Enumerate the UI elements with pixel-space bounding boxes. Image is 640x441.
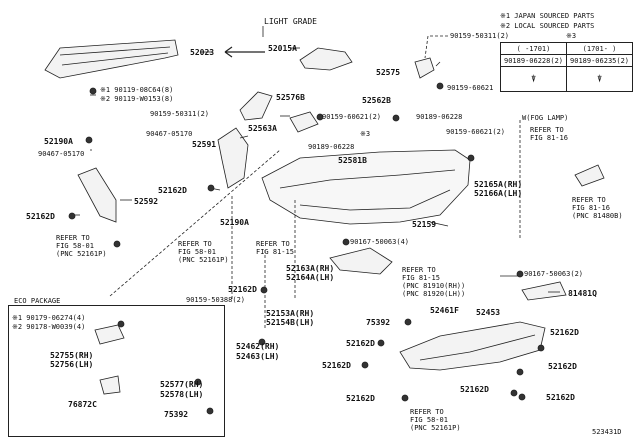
part-52577[interactable]: 52577(RH) [160,380,204,389]
part-90189-06228-b[interactable]: 90189-06228 [308,143,355,151]
part-52162D-j[interactable]: 52162D [546,393,575,402]
part-52023[interactable]: 52023 [190,48,215,57]
part-52463[interactable]: 52463(LH) [236,352,280,361]
part-52461F[interactable]: 52461F [430,306,459,315]
part-52162D-b[interactable]: 52162D [26,212,55,221]
part-90167-50063-a[interactable]: 90167-50063(4) [350,238,410,246]
part-90159-50311[interactable]: 90159-50311(2) [450,32,510,40]
eco-package-title: ECO PACKAGE [12,297,63,305]
part-52755[interactable]: 52755(RH) [50,351,94,360]
part-52159[interactable]: 52159 [412,220,437,229]
part-52162D-d[interactable]: 52162D [550,328,579,337]
eco-part-90179[interactable]: ※1 90179-06274(4) [12,314,86,322]
part-52162D-h[interactable]: 52162D [460,385,489,394]
part-52581B[interactable]: 52581B [338,156,367,165]
part-52015A[interactable]: 52015A [268,44,297,53]
part-52154B[interactable]: 52154B(LH) [266,318,315,327]
part-90159-60621-a[interactable]: 90159-60621 [447,84,494,92]
eco-part-90178[interactable]: ※2 90178-W0039(4) [12,323,86,331]
part-90159-50388[interactable]: 90159-50388(2) [186,296,246,304]
clip-icon: ⍒ [597,75,602,83]
part-90467-05170-a[interactable]: 90467-05170 [146,130,193,138]
part-52162D-a[interactable]: 52162D [158,186,187,195]
part-52578[interactable]: 52578(LH) [160,390,204,399]
part-52562B[interactable]: 52562B [362,96,391,105]
refer-note-4[interactable]: REFER TO FIG 81-15 (PNC 81910(RH)) (PNC … [402,266,466,298]
refer-note-2[interactable]: REFER TO FIG 58-01 (PNC 52161P) [178,240,229,264]
variant-table: ( -1701)(1701- ) 90189-06228(2)90189-062… [499,42,634,92]
part-52453[interactable]: 52453 [476,308,501,317]
part-52162D-e[interactable]: 52162D [346,339,375,348]
part-90189-06228-a[interactable]: 90189-06228 [416,113,463,121]
lower-bumper [399,321,546,371]
refer-note-1[interactable]: REFER TO FIG 58-01 (PNC 52161P) [56,234,107,258]
part-52162D-c[interactable]: 52162D [228,285,257,294]
clip-icon: ⍒ [531,75,536,83]
part-52591[interactable]: 52591 [192,140,217,149]
part-52163A[interactable]: 52163A(RH) [286,264,335,273]
part-52756[interactable]: 52756(LH) [50,360,94,369]
part-76872C[interactable]: 76872C [68,400,97,409]
refer-note-3[interactable]: REFER TO FIG 81-15 [256,240,294,256]
note-japan: ※1 JAPAN SOURCED PARTS [500,12,595,20]
refer-note-6[interactable]: REFER TO FIG 81-16 [530,126,568,142]
part-52575[interactable]: 52575 [376,68,401,77]
table-col2: (1701- ) [566,42,634,55]
note-3: ※3 [566,32,577,40]
fog-lamp-label: W(FOG LAMP) [522,114,569,122]
part-52162D-g[interactable]: 52162D [548,362,577,371]
part-90119-08C64[interactable]: ※1 90119-08C64(8) [100,86,174,94]
part-52462[interactable]: 52462(RH) [236,342,280,351]
part-52162D-f[interactable]: 52162D [322,361,351,370]
part-52592[interactable]: 52592 [134,197,159,206]
note-local: ※2 LOCAL SOURCED PARTS [500,22,595,30]
part-81481Q[interactable]: 81481Q [568,289,597,298]
part-90159-60621-c[interactable]: 90159-60621(2) [446,128,506,136]
part-75392-a[interactable]: 75392 [366,318,391,327]
table-val2: 90189-06235(2) [566,54,634,67]
eco-package-box [8,305,225,437]
diagram-code: 523431D [592,428,622,436]
refer-note-7[interactable]: REFER TO FIG 81-16 (PNC 81480B) [572,196,623,220]
part-75392-b[interactable]: 75392 [164,410,189,419]
part-52153A[interactable]: 52153A(RH) [266,309,315,318]
part-52162D-i[interactable]: 52162D [346,394,375,403]
table-val1: 90189-06228(2) [499,54,568,67]
part-90159-50311-b[interactable]: 90159-50311(2) [150,110,210,118]
part-52190A-a[interactable]: 52190A [44,137,73,146]
part-52164A[interactable]: 52164A(LH) [286,273,335,282]
part-52576B[interactable]: 52576B [276,93,305,102]
part-note3: ※3 [360,130,371,138]
part-90159-60621-b[interactable]: 90159-60621(2) [322,113,382,121]
part-52165A[interactable]: 52165A(RH) [474,180,523,189]
refer-note-8[interactable]: REFER TO FIG 58-01 (PNC 52161P) [410,408,461,432]
part-90167-50063-b[interactable]: 90167-50063(2) [524,270,584,278]
table-col1: ( -1701) [499,42,568,55]
part-52563A[interactable]: 52563A [248,124,277,133]
light-grade-label: LIGHT GRADE [264,17,317,26]
part-90119-W0153[interactable]: ※2 90119-W0153(8) [100,95,174,103]
part-90467-05170-b[interactable]: 90467-05170 [38,150,85,158]
part-52166A[interactable]: 52166A(LH) [474,189,523,198]
part-52190A-b[interactable]: 52190A [220,218,249,227]
